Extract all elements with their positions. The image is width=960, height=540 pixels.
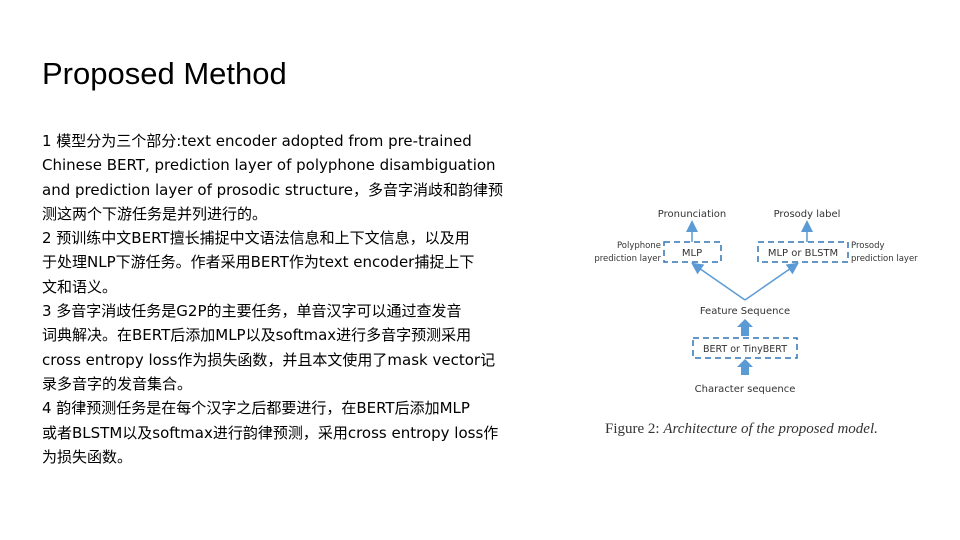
- paragraph-1-line-3: and prediction layer of prosodic structu…: [42, 180, 503, 199]
- slide-body: 1 模型分为三个部分:text encoder adopted from pre…: [42, 129, 562, 469]
- paragraph-4-line-1: 4 韵律预测任务是在每个汉字之后都要进行，在BERT后添加MLP: [42, 399, 470, 418]
- caption-body: Architecture of the proposed model.: [663, 421, 878, 437]
- bert-box: [692, 337, 798, 359]
- pronunciation-label: Pronunciation: [658, 209, 726, 220]
- character-sequence-label: Character sequence: [695, 384, 796, 395]
- paragraph-2-line-1: 2 预训练中文BERT擅长捕捉中文语法信息和上下文信息，以及用: [42, 229, 470, 248]
- block-arrow-lower: [737, 359, 753, 375]
- block-arrow-upper: [737, 319, 753, 336]
- polyphone-layer-label-2: prediction layer: [594, 254, 661, 264]
- paragraph-4-line-3: 为损失函数。: [42, 447, 133, 466]
- paragraph-3-line-4: 录多音字的发音集合。: [42, 374, 193, 393]
- prosody-label: Prosody label: [774, 209, 841, 220]
- mlp-box: [663, 241, 722, 263]
- feature-sequence-label: Feature Sequence: [700, 306, 790, 317]
- mlp-or-blstm-box-label: MLP or BLSTM: [768, 248, 838, 259]
- paragraph-3: 3 多音字消歧任务是G2P的主要任务，单音汉字可以通过查发音 词典解决。在BER…: [42, 299, 562, 396]
- paragraph-3-line-3: cross entropy loss作为损失函数，并且本文使用了mask vec…: [42, 350, 496, 369]
- caption-prefix: Figure 2:: [605, 421, 660, 437]
- paragraph-3-line-1: 3 多音字消歧任务是G2P的主要任务，单音汉字可以通过查发音: [42, 302, 462, 321]
- paragraph-2-line-2: 于处理NLP下游任务。作者采用BERT作为text encoder捕捉上下: [42, 253, 475, 272]
- paragraph-2: 2 预训练中文BERT擅长捕捉中文语法信息和上下文信息，以及用 于处理NLP下游…: [42, 226, 562, 299]
- paragraph-1: 1 模型分为三个部分:text encoder adopted from pre…: [42, 129, 562, 226]
- architecture-figure: Pronunciation Prosody label Polyphone pr…: [582, 196, 932, 446]
- paragraph-3-line-2: 词典解决。在BERT后添加MLP以及softmax进行多音字预测采用: [42, 326, 472, 345]
- figure-caption: Figure 2: Architecture of the proposed m…: [605, 421, 878, 438]
- paragraph-4-line-2: 或者BLSTM以及softmax进行韵律预测，采用cross entropy l…: [42, 423, 499, 442]
- paragraph-4: 4 韵律预测任务是在每个汉字之后都要进行，在BERT后添加MLP 或者BLSTM…: [42, 396, 562, 469]
- arrow-feature-to-mlp: [691, 262, 746, 301]
- polyphone-layer-label-1: Polyphone: [617, 241, 661, 251]
- prosody-layer-label-2: prediction layer: [851, 254, 918, 264]
- paragraph-1-line-1: 1 模型分为三个部分:text encoder adopted from pre…: [42, 132, 472, 150]
- mlp-or-blstm-box: [757, 241, 849, 263]
- arrow-feature-to-blstm: [744, 262, 799, 301]
- paragraph-1-line-4: 测这两个下游任务是并列进行的。: [42, 204, 268, 223]
- paragraph-2-line-3: 文和语义。: [42, 277, 118, 296]
- paragraph-1-line-2: Chinese BERT, prediction layer of polyph…: [42, 156, 496, 175]
- prosody-layer-label-1: Prosody: [851, 241, 885, 251]
- architecture-diagram: Pronunciation Prosody label Polyphone pr…: [594, 209, 918, 395]
- bert-box-label: BERT or TinyBERT: [703, 344, 787, 355]
- slide-title: Proposed Method: [42, 56, 287, 91]
- mlp-box-label: MLP: [682, 248, 702, 259]
